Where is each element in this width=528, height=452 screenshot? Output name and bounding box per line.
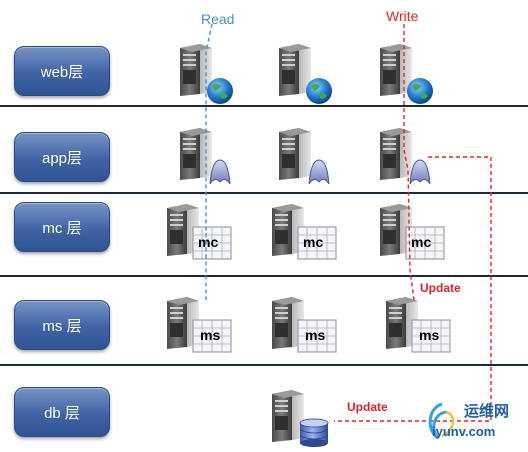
ms-store-badge-2: ms bbox=[297, 319, 337, 353]
read-path-line bbox=[205, 23, 213, 300]
watermark-cn: 运维网 bbox=[464, 403, 510, 420]
mc-cache-badge-3: mc bbox=[405, 226, 445, 260]
cache-table-icon bbox=[297, 319, 337, 353]
mc-cache-badge-2: mc bbox=[297, 226, 337, 260]
write-label: Write bbox=[386, 8, 419, 24]
app-icon bbox=[209, 159, 231, 185]
cache-table-icon bbox=[297, 226, 337, 260]
ms-store-badge-3: ms bbox=[411, 319, 451, 353]
cache-table-icon bbox=[192, 319, 232, 353]
mc-label: mc bbox=[198, 234, 219, 250]
layer-web-button[interactable]: web层 bbox=[14, 46, 110, 96]
update-label-db: Update bbox=[347, 400, 388, 414]
layer-divider bbox=[0, 275, 528, 277]
layer-db-button[interactable]: db 层 bbox=[14, 387, 110, 437]
ms-label: ms bbox=[305, 327, 326, 343]
watermark-logo: 运维网 iyunv.com bbox=[412, 398, 526, 450]
layer-divider bbox=[0, 192, 528, 194]
ms-label: ms bbox=[419, 327, 440, 343]
database-icon bbox=[299, 418, 329, 447]
layer-mc-button[interactable]: mc 层 bbox=[14, 202, 110, 252]
layer-divider bbox=[0, 364, 528, 366]
app-icon bbox=[409, 159, 431, 185]
update-label-ms: Update bbox=[420, 281, 461, 295]
watermark-url: iyunv.com bbox=[432, 424, 496, 439]
ms-store-badge-1: ms bbox=[192, 319, 232, 353]
app-to-db-update-line bbox=[334, 156, 492, 422]
app-icon bbox=[308, 159, 330, 185]
mc-cache-badge-1: mc bbox=[192, 226, 232, 260]
globe-icon bbox=[407, 78, 433, 104]
cache-table-icon bbox=[192, 226, 232, 260]
cache-table-icon bbox=[405, 226, 445, 260]
ms-label: ms bbox=[200, 327, 221, 343]
cache-table-icon bbox=[411, 319, 451, 353]
layer-app-button[interactable]: app层 bbox=[14, 132, 110, 182]
read-label: Read bbox=[201, 11, 235, 27]
mc-label: mc bbox=[411, 234, 432, 250]
mc-label: mc bbox=[303, 234, 324, 250]
globe-icon bbox=[207, 78, 233, 104]
layer-ms-button[interactable]: ms 层 bbox=[14, 300, 110, 350]
watermark-swirl-icon bbox=[428, 402, 455, 440]
layer-divider bbox=[0, 105, 528, 107]
globe-icon bbox=[306, 78, 332, 104]
write-path-line bbox=[403, 24, 415, 301]
